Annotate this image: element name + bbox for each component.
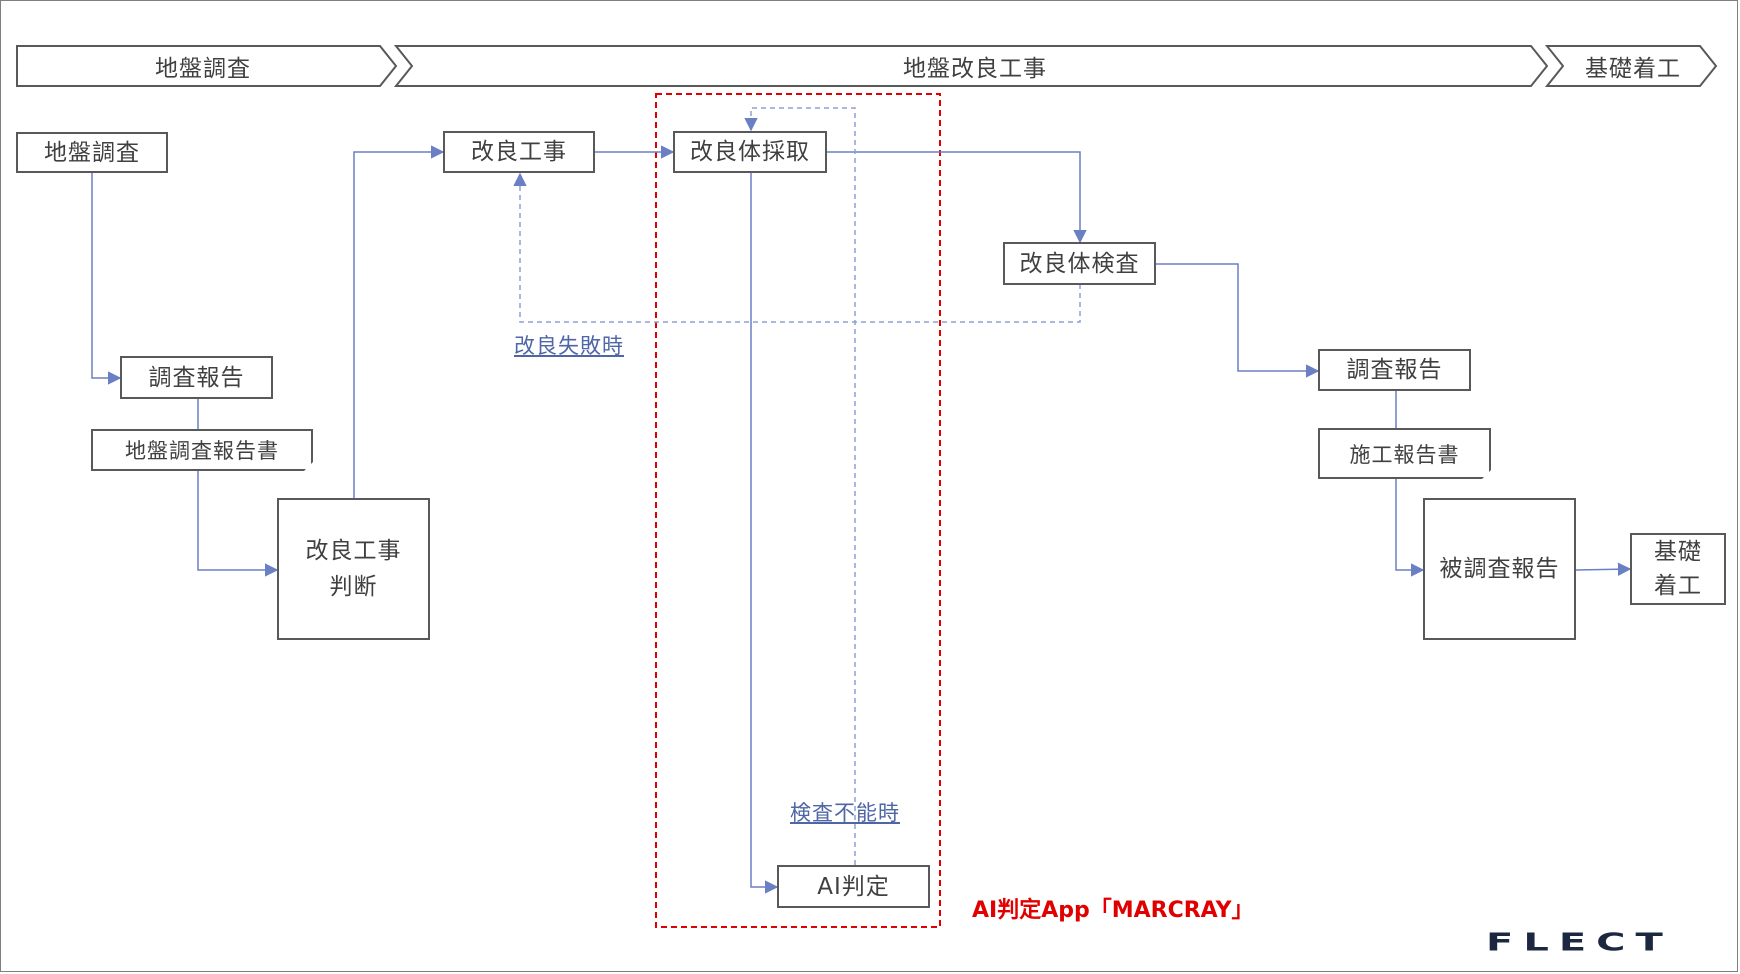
node-survey-report-1[interactable]: 調査報告 <box>120 356 273 399</box>
edge-failure-loop <box>513 172 1081 323</box>
ai-judgement-region <box>655 93 941 928</box>
edge-subject-to-foundation <box>1575 562 1632 576</box>
phase-chevron-survey <box>16 45 398 87</box>
edge-not-inspectable-loop <box>744 107 856 865</box>
node-ai-judgement[interactable]: AI判定 <box>777 865 930 908</box>
edge-doc2-to-subject <box>1395 478 1425 577</box>
edge-doc-to-judgement <box>197 470 279 577</box>
app-label: AI判定App「MARCRAY」 <box>972 898 1254 923</box>
phase-label-survey: 地盤調査 <box>155 56 251 82</box>
node-foundation-start[interactable]: 基礎 着工 <box>1630 533 1726 605</box>
node-construction-doc[interactable]: 施工報告書 <box>1318 428 1491 479</box>
edge-sampling-to-ai <box>750 172 779 894</box>
node-judgement[interactable]: 改良工事 判断 <box>277 498 430 640</box>
note-failure[interactable]: 改良失敗時 <box>514 334 624 358</box>
node-survey-report-2[interactable]: 調査報告 <box>1318 349 1471 391</box>
node-ground-survey[interactable]: 地盤調査 <box>16 132 168 173</box>
node-inspection[interactable]: 改良体検査 <box>1003 242 1156 285</box>
node-sampling[interactable]: 改良体採取 <box>673 131 827 173</box>
node-ground-survey-doc[interactable]: 地盤調査報告書 <box>91 429 313 471</box>
phase-label-improvement: 地盤改良工事 <box>903 56 1047 82</box>
node-subject-report[interactable]: 被調査報告 <box>1423 498 1576 640</box>
phase-chevron-improvement <box>393 45 1549 87</box>
node-improvement-work[interactable]: 改良工事 <box>443 131 595 173</box>
note-not-inspectable[interactable]: 検査不能時 <box>790 801 900 825</box>
edge-sampling-to-inspection <box>826 151 1087 244</box>
edge-inspection-to-report <box>1156 263 1320 378</box>
phase-label-foundation: 基礎着工 <box>1585 56 1681 82</box>
edge-judgement-to-work <box>353 145 445 498</box>
phase-chevron-foundation <box>1544 45 1718 87</box>
edge-survey-to-report <box>91 172 122 385</box>
flect-logo: FLECT <box>1486 928 1673 957</box>
